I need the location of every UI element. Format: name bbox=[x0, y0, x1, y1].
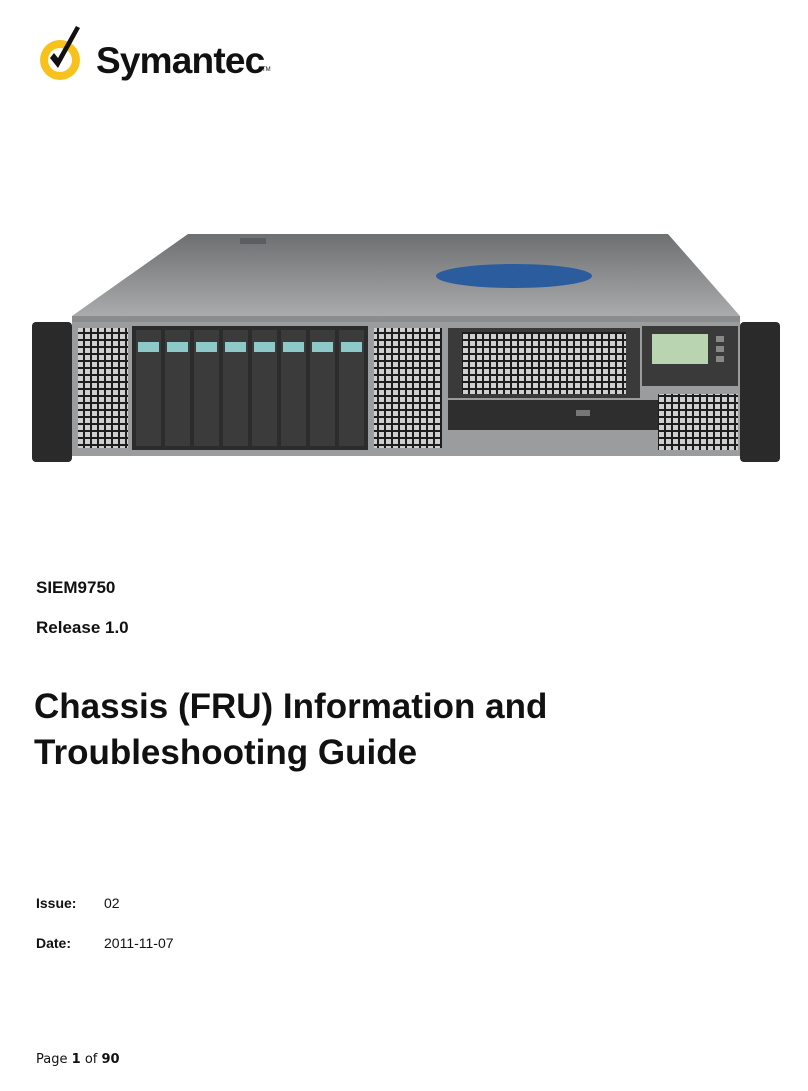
page-word: Page bbox=[36, 1052, 68, 1067]
document-title: Chassis (FRU) Information and Troublesho… bbox=[34, 684, 734, 776]
of-word: of bbox=[84, 1052, 98, 1067]
issue-label: Issue: bbox=[36, 895, 77, 911]
release-version: Release 1.0 bbox=[36, 618, 129, 637]
rack-server-image bbox=[28, 228, 780, 478]
product-name: SIEM9750 bbox=[36, 578, 116, 597]
logo-wordmark: Symantec bbox=[96, 40, 265, 81]
document-title-line-1: Chassis (FRU) Information and bbox=[34, 687, 548, 726]
symantec-logo: Symantec TM bbox=[36, 22, 276, 86]
document-title-line-2: Troubleshooting Guide bbox=[34, 733, 418, 772]
logo-trademark: TM bbox=[262, 67, 271, 73]
checkmark-circle-icon bbox=[40, 26, 80, 80]
date-value: 2011-11-07 bbox=[104, 935, 174, 951]
total-pages: 90 bbox=[101, 1052, 120, 1067]
issue-value: 02 bbox=[104, 895, 120, 911]
date-label: Date: bbox=[36, 935, 72, 951]
page-number: 1 bbox=[71, 1052, 81, 1067]
page-footer: Page 1 of 90 bbox=[36, 1052, 120, 1067]
